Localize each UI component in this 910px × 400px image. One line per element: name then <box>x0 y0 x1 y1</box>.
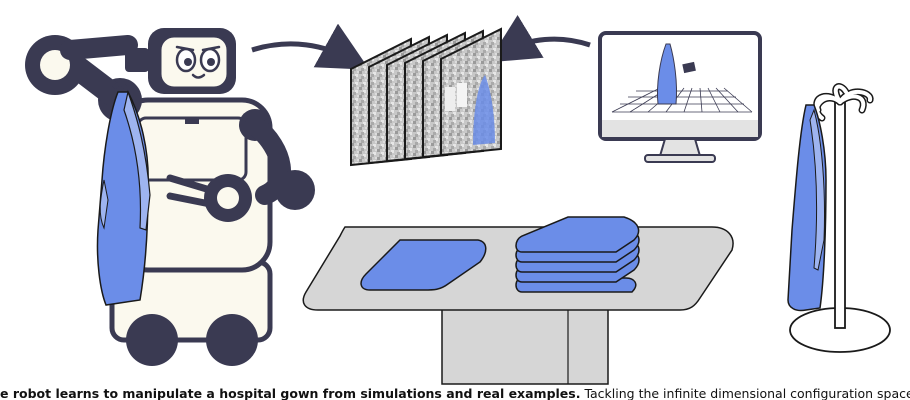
computer-monitor-icon <box>598 31 762 163</box>
robot-icon <box>25 28 315 366</box>
illustration <box>25 15 891 385</box>
curved-arrow-icon <box>251 23 370 70</box>
hospital-gown-icon <box>96 81 151 306</box>
image-stack-icon <box>350 27 502 167</box>
curved-arrow-icon <box>487 15 591 63</box>
caption-text: Tackling the infinite dimensional config… <box>580 387 910 400</box>
folded-gown-icon <box>360 239 487 291</box>
hospital-gown-icon <box>787 104 827 312</box>
gown-stack-icon <box>515 216 640 293</box>
coat-rack-icon <box>789 83 891 353</box>
figure-caption: e robot learns to manipulate a hospital … <box>0 387 910 400</box>
caption-bold: e robot learns to manipulate a hospital … <box>0 387 581 400</box>
